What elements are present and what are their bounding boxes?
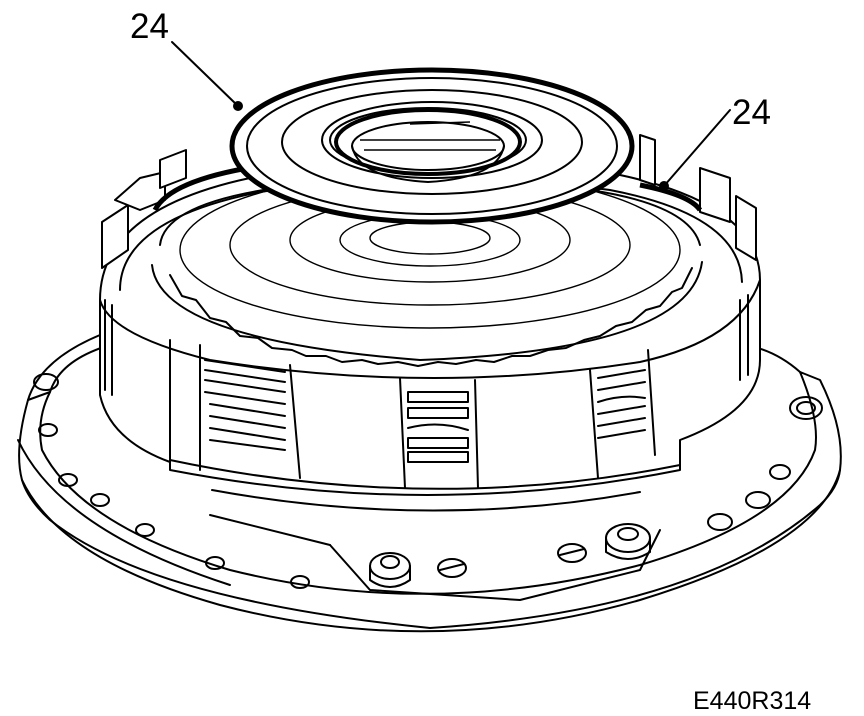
clutch-plate-stacks: [104, 294, 749, 463]
callout-label-24-left: 24: [130, 7, 169, 46]
clutch-drum: [99, 134, 761, 512]
flange-bolt-holes: [33, 373, 823, 589]
callout-dot-left: [233, 101, 243, 111]
figure-id-label: E440R314: [693, 687, 811, 715]
callout-leaders: [171, 41, 731, 191]
mounting-screws: [209, 514, 661, 601]
sealing-washer-ring: [229, 67, 635, 225]
callout-dot-right: [659, 181, 669, 191]
splined-hub: [151, 171, 703, 367]
callout-label-24-right: 24: [732, 93, 771, 132]
